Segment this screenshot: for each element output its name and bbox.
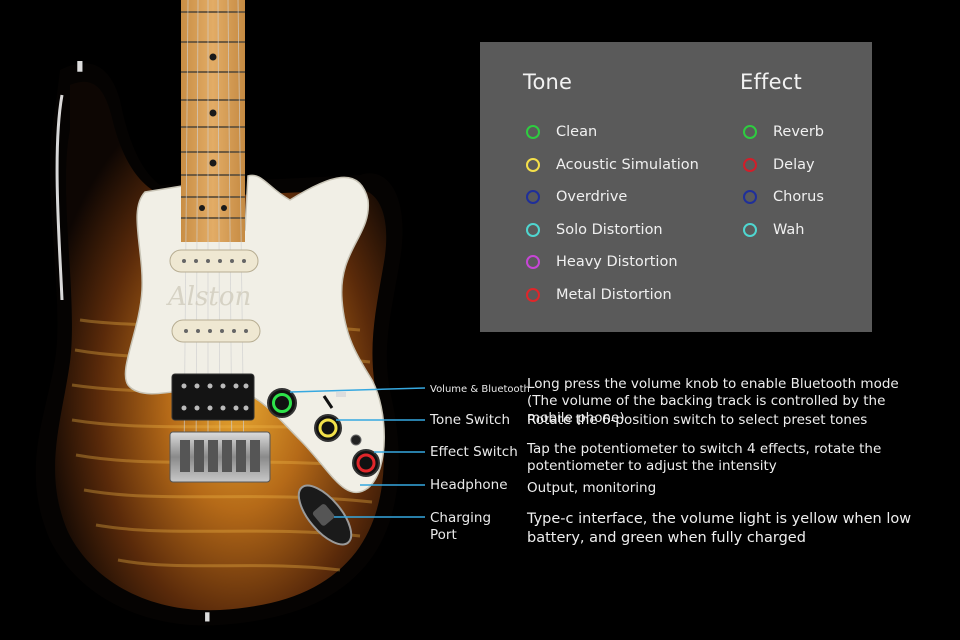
tone-heading: Tone [523,70,573,94]
strap-button-top: ▮ [76,58,84,74]
callout-lines [289,387,426,518]
tone-item: Overdrive [523,181,699,214]
brand-logo: Alston [166,282,251,312]
led-indicator-icon [743,157,757,172]
effect-item-label: Chorus [773,189,824,206]
effect-item-label: Wah [773,221,805,238]
guitar-neck [181,0,245,242]
tone-item: Metal Distortion [523,279,699,312]
led-indicator-icon [526,125,540,140]
led-indicator-icon [526,157,540,172]
tone-item: Heavy Distortion [523,246,699,279]
led-indicator-icon [743,222,757,237]
led-indicator-icon [526,190,540,205]
middle-pickup [171,319,261,343]
effect-item-label: Reverb [773,124,825,141]
callout-desc-charging: Type-c interface, the volume light is ye… [527,511,912,546]
strap-button-bottom: ▮ [204,609,211,623]
tone-item-label: Clean [556,124,598,141]
callout-desc-tone-switch: Rotate the 6-position switch to select p… [527,412,868,428]
tone-item-label: Overdrive [556,189,628,206]
effect-item: Chorus [740,181,824,214]
callout-label-volume: Volume & Bluetooth [430,384,530,395]
led-indicator-icon [743,190,757,205]
effect-item: Delay [740,149,824,182]
led-indicator-icon [743,125,757,140]
callout-desc-volume: Long press the volume knob to enable Blu… [527,376,899,426]
led-indicator-icon [526,287,540,302]
led-indicator-icon [526,255,540,270]
tone-switch-knob [314,414,342,442]
callout-label-charging: Charging Port [430,510,492,543]
fret-markers [199,53,227,211]
toggle-switch [322,392,346,409]
tone-item: Solo Distortion [523,214,699,247]
charging-port-plate [297,484,353,546]
headphone-jack [350,434,362,446]
callout-label-effect-switch: Effect Switch [430,444,518,460]
callout-desc-headphone: Output, monitoring [527,480,657,496]
neck-pickup [169,249,259,273]
bridge [169,431,271,483]
callout-label-tone-switch: Tone Switch [430,412,510,428]
callout-desc-effect-switch: Tap the potentiometer to switch 4 effect… [527,441,882,474]
effect-item: Reverb [740,116,824,149]
tone-item: Clean [523,116,699,149]
frets [181,11,245,219]
effect-switch-knob [352,449,380,477]
callout-line-volume [289,387,426,393]
tone-item-label: Solo Distortion [556,221,663,238]
tone-item-label: Heavy Distortion [556,254,678,271]
tone-item-label: Metal Distortion [556,286,672,303]
led-indicator-icon [526,222,540,237]
tone-item: Acoustic Simulation [523,149,699,182]
bridge-humbucker [171,373,255,421]
volume-knob [267,388,297,418]
effect-item: Wah [740,214,824,247]
body-highlight [55,94,64,301]
effect-item-label: Delay [773,156,815,173]
effect-heading: Effect [740,70,802,94]
callout-label-headphone: Headphone [430,477,508,493]
tone-item-label: Acoustic Simulation [556,156,699,173]
